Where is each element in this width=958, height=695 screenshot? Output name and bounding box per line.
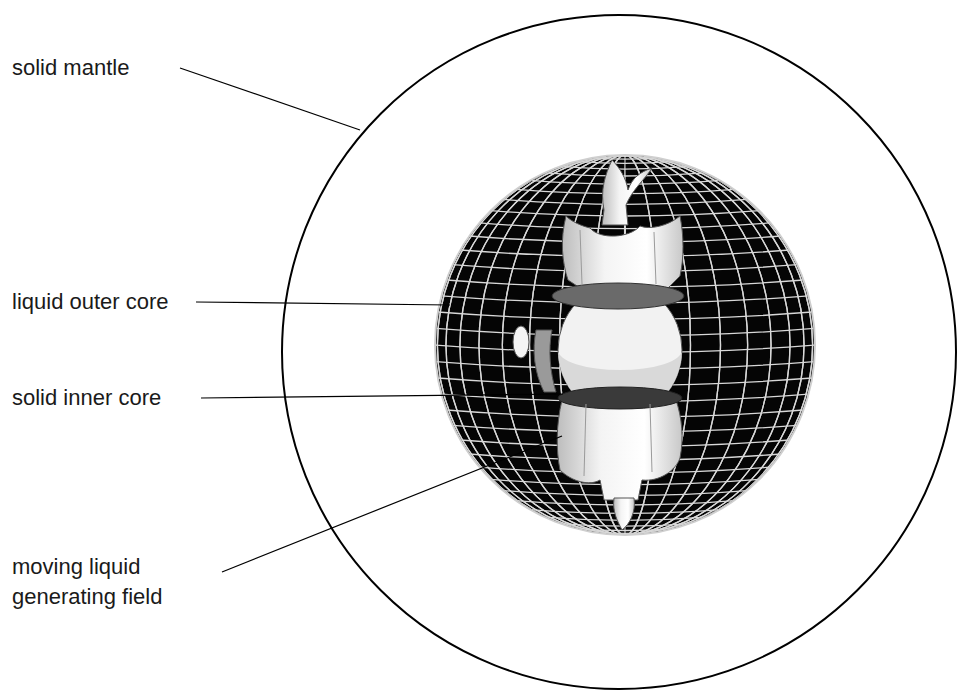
outer-core-sphere <box>435 155 815 535</box>
field-label: moving liquid generating field <box>12 552 217 612</box>
mantle-outline <box>282 15 956 689</box>
leader-lines <box>180 68 563 572</box>
core-rim <box>435 155 815 535</box>
moving-liquid-columns <box>513 160 684 530</box>
inner-core-label: solid inner core <box>12 383 212 413</box>
mantle-label: solid mantle <box>12 53 212 83</box>
core-grid <box>435 155 815 535</box>
render-panel <box>420 148 830 556</box>
outer-core-label: liquid outer core <box>12 287 212 317</box>
